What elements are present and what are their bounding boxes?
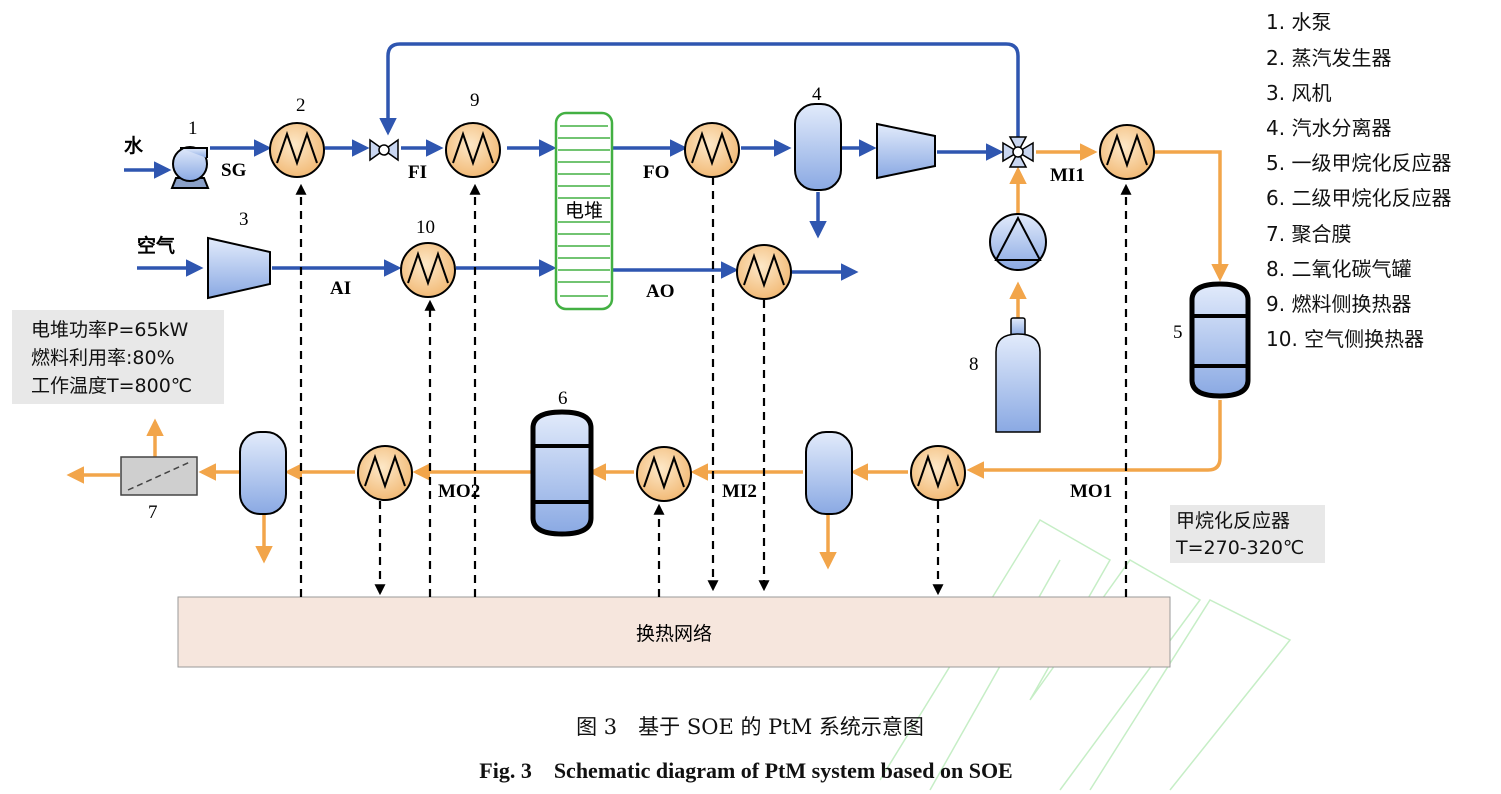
three-way-valve-right — [1002, 136, 1034, 168]
mi1-label: MI1 — [1050, 165, 1085, 186]
number-6: 6 — [558, 388, 568, 409]
polymer-membrane — [120, 456, 198, 496]
number-10: 10 — [416, 217, 435, 238]
heat-exchanger-10 — [400, 242, 456, 298]
reactor-title: 甲烷化反应器 — [1176, 510, 1290, 532]
legend-item: 5. 一级甲烷化反应器 — [1266, 151, 1451, 175]
equipment-legend: 1. 水泵 2. 蒸汽发生器 3. 风机 4. 汽水分离器 5. 一级甲烷化反应… — [1266, 10, 1451, 351]
heat-exchanger-9 — [445, 122, 501, 178]
legend-item: 4. 汽水分离器 — [1266, 116, 1391, 140]
separator-4 — [794, 103, 842, 191]
ai-label: AI — [330, 278, 351, 299]
legend-item: 7. 聚合膜 — [1266, 222, 1351, 246]
number-7: 7 — [148, 502, 158, 523]
heat-exchanger-2 — [269, 122, 325, 178]
orange-streams — [66, 143, 1229, 570]
water-pump — [170, 146, 210, 189]
number-4: 4 — [812, 84, 822, 105]
separator-mid — [805, 431, 853, 515]
legend-item: 3. 风机 — [1266, 81, 1331, 105]
reactor-info-box: 甲烷化反应器 T=270-320℃ — [1170, 505, 1325, 563]
ao-label: AO — [646, 281, 675, 302]
co2-tank — [995, 317, 1041, 433]
methanation-reactor-6 — [530, 409, 594, 537]
caption-chinese: 图 3 基于 SOE 的 PtM 系统示意图 — [576, 715, 924, 739]
heat-exchange-network-label: 换热网络 — [636, 623, 712, 645]
air-label: 空气 — [137, 234, 175, 257]
heat-exchangers — [269, 122, 1155, 502]
stack-info-box: 电堆功率P=65kW 燃料利用率:80% 工作温度T=800℃ — [12, 310, 224, 404]
water-label: 水 — [124, 135, 144, 157]
stack-power: 电堆功率P=65kW — [31, 319, 189, 341]
fi-label: FI — [408, 162, 427, 183]
heat-exchanger-mi1 — [1099, 124, 1155, 180]
legend-item: 10. 空气侧换热器 — [1266, 327, 1424, 351]
co2-compressor — [989, 213, 1047, 271]
heat-exchange-network — [177, 596, 1171, 668]
air-fan — [207, 236, 271, 300]
legend-item: 1. 水泵 — [1266, 10, 1331, 34]
separator-left — [239, 431, 287, 515]
mo2-label: MO2 — [438, 481, 480, 502]
legend-item: 2. 蒸汽发生器 — [1266, 46, 1391, 70]
heat-exchanger-mo2 — [357, 445, 413, 501]
fo-label: FO — [643, 162, 669, 183]
gas-compressor — [876, 122, 936, 180]
heat-exchanger-mi2 — [636, 446, 692, 502]
heat-exchanger-ao — [736, 244, 792, 300]
operating-temperature: 工作温度T=800℃ — [31, 375, 192, 397]
mo1-label: MO1 — [1070, 481, 1112, 502]
methanation-reactor-5 — [1189, 281, 1251, 399]
heat-exchange-links — [295, 177, 1132, 597]
blue-streams — [124, 42, 1020, 281]
number-9: 9 — [470, 90, 480, 111]
stack-label: 电堆 — [565, 200, 603, 222]
mi2-label: MI2 — [722, 481, 757, 502]
fuel-utilization: 燃料利用率:80% — [31, 347, 175, 369]
number-1: 1 — [188, 118, 198, 139]
soe-stack: 电堆 — [554, 111, 614, 311]
sg-label: SG — [221, 160, 247, 181]
legend-item: 8. 二氧化碳气罐 — [1266, 257, 1411, 281]
three-way-valve-left — [369, 138, 399, 162]
heat-exchanger-mo1 — [910, 445, 966, 501]
legend-item: 6. 二级甲烷化反应器 — [1266, 186, 1451, 210]
reactor-temperature: T=270-320℃ — [1175, 537, 1304, 559]
number-2: 2 — [296, 95, 306, 116]
number-8: 8 — [969, 354, 979, 375]
number-5: 5 — [1173, 322, 1183, 343]
legend-item: 9. 燃料侧换热器 — [1266, 292, 1411, 316]
caption-english: Fig. 3 Schematic diagram of PtM system b… — [479, 758, 1012, 783]
heat-exchanger-fo — [684, 122, 740, 178]
number-3: 3 — [239, 209, 249, 230]
